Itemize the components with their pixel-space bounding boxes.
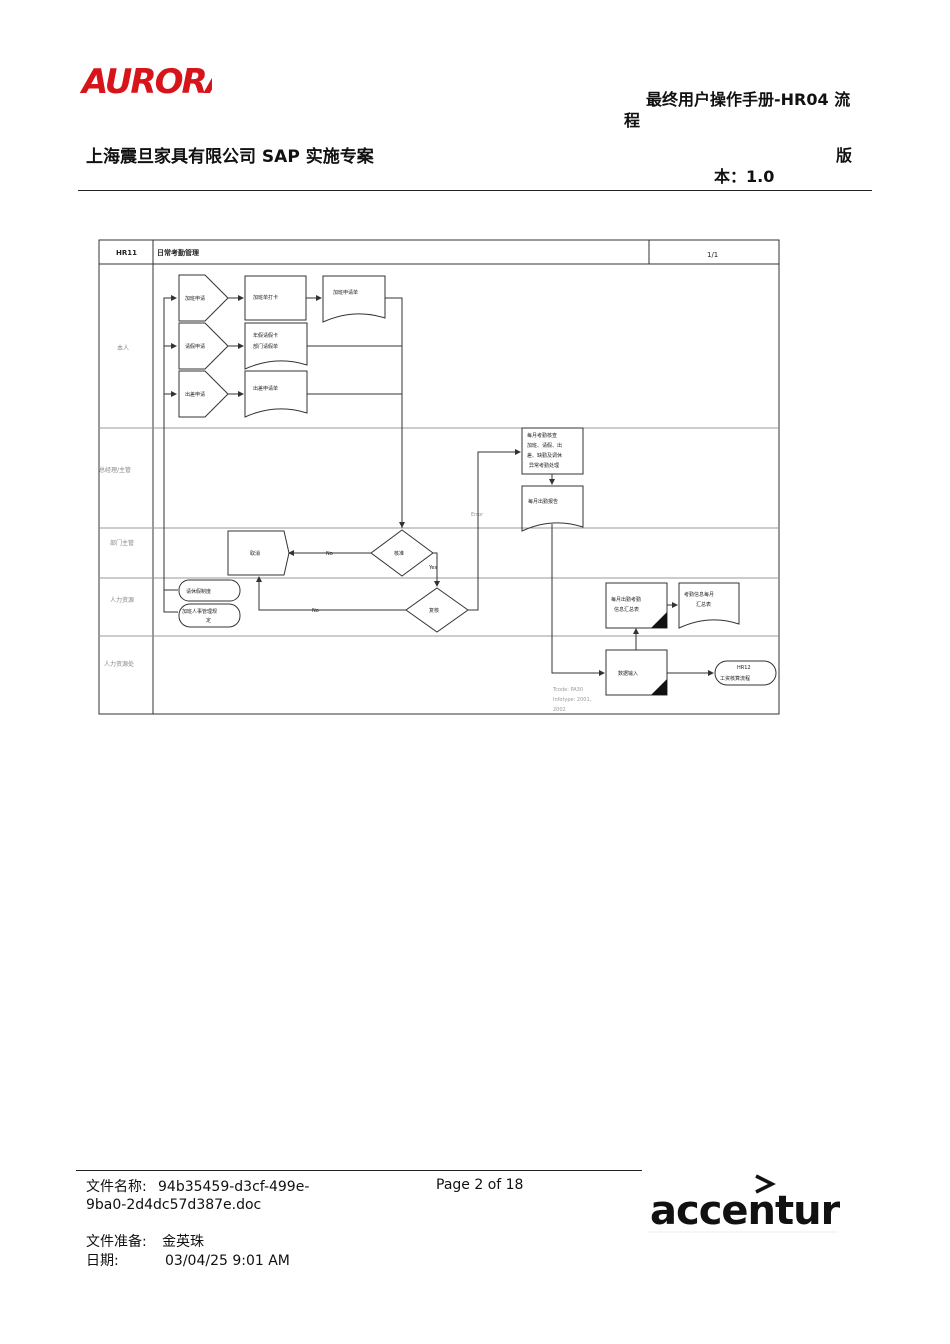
ot-form-label: 加班申请单 — [333, 289, 358, 296]
header-divider — [78, 190, 872, 191]
ot-apply-shape — [178, 274, 229, 322]
error-label: Error — [471, 512, 484, 518]
hr12-code-label: HR12 — [737, 665, 751, 671]
monthly-check-label-4: 异常考勤处理 — [529, 462, 559, 469]
document-title: 最终用户操作手册-HR04 流 — [646, 90, 851, 109]
rule-2-label-2: 定 — [206, 617, 211, 624]
file-name-value: 94b35459-d3cf-499e- — [158, 1179, 310, 1195]
diagram-page: 1/1 — [707, 251, 718, 259]
lane-label-hr: 人力资源 — [110, 596, 134, 604]
diagram-frame — [98, 239, 780, 715]
accenture-logo-text: accenture — [650, 1188, 840, 1234]
hr12-terminator — [714, 660, 777, 686]
monthly-check-label-2: 加班、请假、出 — [527, 442, 562, 449]
approve-decision — [370, 529, 434, 577]
rule-1-label: 请休假制度 — [186, 588, 211, 595]
page-indicator: Page 2 of 18 — [436, 1177, 524, 1193]
prepared-by-label: 文件准备: — [86, 1234, 147, 1250]
lane-label-self: 本人 — [117, 344, 129, 352]
no-label-2: No — [312, 608, 319, 614]
hr12-name-label: 工资核算流程 — [720, 675, 750, 682]
monthly-check-label-3: 差、缺勤及调休 — [527, 452, 562, 459]
system-marker-1 — [651, 612, 667, 628]
company-project-title: 上海震旦家具有限公司 SAP 实施专案 — [86, 147, 374, 167]
lane-label-dept-head: 部门主管 — [110, 539, 134, 547]
infotype-label: Infotype: 2001, — [553, 697, 592, 703]
diagram-code: HR11 — [116, 249, 137, 257]
footer-divider — [76, 1170, 642, 1171]
leave-apply-shape — [178, 322, 229, 370]
data-entry-label: 数据输入 — [618, 670, 638, 677]
version-label: 版 — [836, 146, 853, 165]
document-title-continued: 程 — [624, 111, 641, 130]
file-name-value-continued: 9ba0-2d4dc57d387e.doc — [86, 1197, 262, 1213]
diagram-name: 日常考勤管理 — [157, 248, 199, 257]
trip-apply-shape — [178, 370, 229, 418]
ot-card-label: 加班单打卡 — [253, 294, 278, 301]
attendance-record-doc — [678, 582, 740, 629]
monthly-report-label: 每月出勤报告 — [528, 498, 558, 505]
process-flow-diagram: HR11 日常考勤管理 1/1 本人 总经理/主管 部门主管 人力资源 人力资源… — [98, 239, 780, 715]
leave-form-doc — [244, 322, 308, 370]
leave-apply-label: 请假申请 — [185, 343, 205, 350]
ot-apply-label: 加班申请 — [185, 295, 205, 302]
rule-terminator-1 — [178, 579, 241, 602]
aurora-logo-text: AURORA — [80, 62, 212, 98]
yes-label: Yes — [428, 565, 437, 571]
approve-label: 核准 — [394, 550, 404, 557]
system-marker-2 — [651, 679, 667, 695]
aurora-logo: AURORA — [80, 62, 212, 98]
no-label-1: No — [326, 551, 333, 557]
rule-2-label: 加班人事管理规 — [182, 608, 217, 615]
attendance-record-label-2: 汇总表 — [696, 601, 711, 608]
rule-terminator-2 — [178, 603, 241, 628]
file-name-label: 文件名称: — [86, 1179, 147, 1195]
lane-label-hr-office: 人力资源处 — [104, 660, 134, 668]
leave-form-label: 年假请假卡 — [253, 332, 278, 339]
monthly-report-doc — [521, 485, 584, 532]
date-label: 日期: — [86, 1253, 119, 1269]
review-decision — [405, 587, 469, 633]
lane-label-manager: 总经理/主管 — [99, 466, 131, 474]
ot-form-doc — [322, 275, 386, 323]
accenture-logo: accenture — [648, 1174, 840, 1234]
cancel-box — [227, 530, 290, 576]
monthly-check-label: 每月考勤核查 — [527, 432, 557, 439]
tcode-label: Tcode: PA30 — [552, 687, 583, 693]
version-value: 本：1.0 — [714, 167, 775, 186]
trip-form-label: 出差申请单 — [253, 385, 278, 392]
monthly-summary-label: 每月出勤考勤 — [611, 596, 641, 603]
trip-apply-label: 出差申请 — [185, 391, 205, 398]
prepared-by-value: 金英珠 — [162, 1234, 204, 1250]
leave-form-label-2: 部门请假单 — [253, 343, 278, 350]
monthly-summary-label-2: 信息汇总表 — [614, 606, 639, 613]
cancel-label: 取消 — [250, 550, 260, 557]
date-value: 03/04/25 9:01 AM — [165, 1253, 290, 1269]
attendance-record-label: 考勤信息每月 — [684, 591, 714, 598]
review-label: 复核 — [429, 607, 439, 614]
accenture-chevron-icon — [755, 1174, 776, 1194]
infotype-label-2: 2002 — [553, 707, 566, 713]
trip-form-doc — [244, 370, 308, 418]
